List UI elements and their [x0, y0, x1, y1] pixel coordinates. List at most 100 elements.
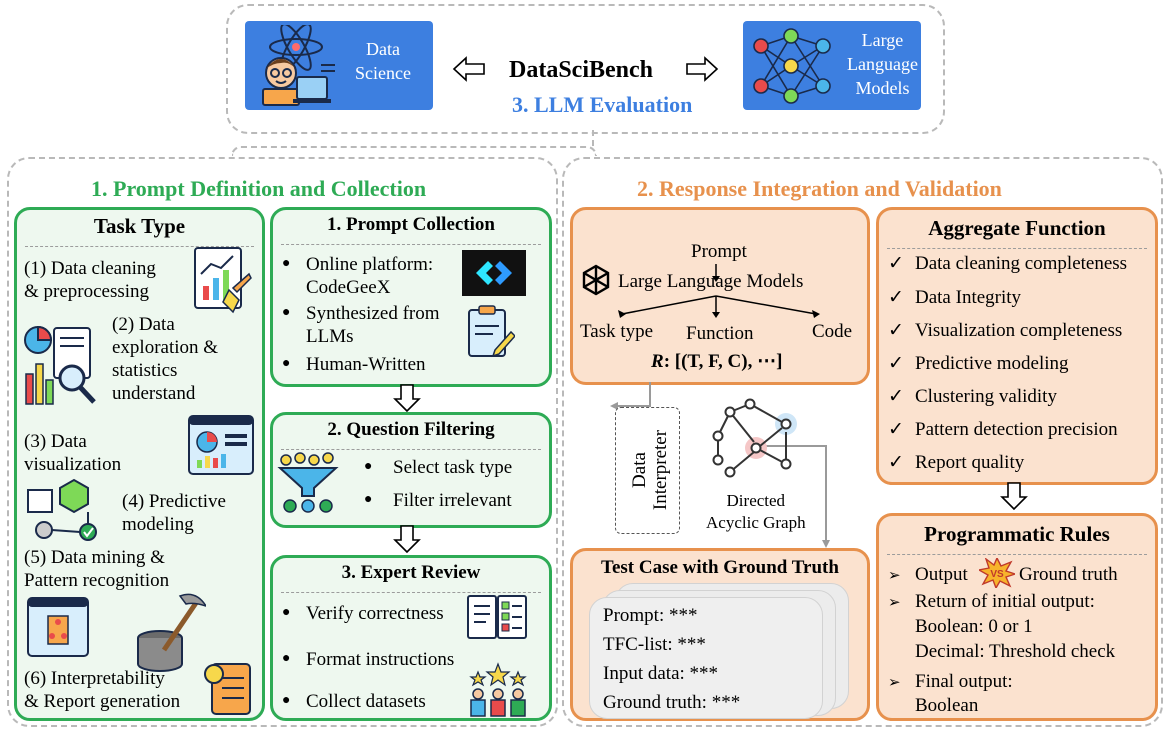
check-icon: ✓: [888, 253, 904, 274]
flow-arrows: [618, 264, 820, 318]
check-icon: ✓: [888, 419, 904, 440]
bullet: ●: [282, 651, 291, 666]
aggregate-item-6: Pattern detection precision: [915, 419, 1118, 440]
data-exploration-icon: [24, 325, 96, 405]
rules-final-value: Boolean: [915, 695, 979, 716]
test-case-line-1: Prompt: ***: [603, 605, 698, 626]
right-hollow-arrow-icon: [686, 56, 719, 82]
prompt-collection-item-2: Synthesized from LLMs: [306, 303, 440, 347]
expert-team-icon: [469, 662, 527, 717]
filter-funnel-icon: [277, 452, 339, 513]
aggregate-item-3: Visualization completeness: [915, 320, 1123, 341]
task-type-item-5: (5) Data mining & Pattern recognition: [24, 547, 170, 591]
task-type-item-2: (2) Data exploration & statistics unders…: [112, 314, 219, 404]
aggregate-title: Aggregate Function: [928, 216, 1106, 240]
down-hollow-arrow-icon: [393, 384, 421, 413]
prompt-collection-title: 1. Prompt Collection: [327, 214, 495, 235]
task-type-item-6: (6) Interpretability & Report generation: [24, 668, 181, 712]
checklist-icon: [467, 595, 527, 639]
rules-box: Programmatic Rules: [876, 513, 1158, 721]
data-scientist-icon: [262, 25, 335, 106]
bullet: ●: [282, 256, 291, 271]
check-icon: ✓: [888, 287, 904, 308]
question-filtering-item-1: Select task type: [393, 457, 513, 478]
data-interpreter-box: [615, 407, 680, 534]
report-icon: [204, 663, 251, 715]
test-case-card-front: [589, 597, 823, 719]
aggregate-item-7: Report quality: [915, 452, 1025, 473]
check-icon: ✓: [888, 386, 904, 407]
clipboard-edit-icon: [468, 305, 515, 358]
rules-boolean: Boolean: 0 or 1: [915, 616, 1033, 637]
prompt-collection-box: 1. Prompt Collection: [270, 207, 552, 387]
llm-label: Large Language Models: [847, 30, 918, 98]
data-science-card: Data Science: [245, 21, 433, 110]
data-interpreter-label: Data Interpreter: [629, 429, 671, 511]
task-type-item-3: (3) Data visualization: [24, 431, 122, 475]
expert-review-item-2: Format instructions: [306, 649, 455, 670]
r-label: R: [651, 351, 664, 372]
check-icon: ✓: [888, 452, 904, 473]
top-connector: [231, 146, 597, 156]
llm-card: Large Language Models: [743, 21, 921, 110]
aggregate-item-2: Data Integrity: [915, 287, 1022, 308]
bullet: ●: [282, 305, 291, 320]
bullet: ●: [282, 356, 291, 371]
openai-logo-icon: [582, 264, 610, 296]
question-filtering-item-2: Filter irrelevant: [393, 490, 512, 511]
flow-task-type: Task type: [580, 321, 654, 342]
predictive-model-icon: [27, 478, 97, 541]
chart-brush-icon: [194, 247, 252, 314]
left-hollow-arrow-icon: [452, 56, 485, 82]
test-case-line-4: Ground truth: ***: [603, 692, 741, 713]
codegeex-logo-icon: [462, 250, 526, 296]
llm-evaluation-label: 3. LLM Evaluation: [512, 92, 693, 117]
rules-decimal: Decimal: Threshold check: [915, 641, 1116, 662]
prompt-collection-item-1: Online platform: CodeGeeX: [306, 254, 434, 298]
arrowhead-bullet-icon: ➢: [888, 595, 901, 611]
bullet: ●: [364, 492, 373, 507]
aggregate-box: Aggregate Function: [876, 207, 1158, 485]
flow-llm: Large Language Models: [618, 271, 804, 292]
workflow-icon: [27, 597, 89, 657]
rules-ground-truth: Ground truth: [1019, 564, 1118, 585]
question-filtering-title: 2. Question Filtering: [327, 419, 495, 440]
aggregate-item-4: Predictive modeling: [915, 353, 1069, 374]
right-panel-title: 2. Response Integration and Validation: [637, 176, 1002, 201]
dag-label: Directed Acyclic Graph: [706, 491, 806, 532]
data-mining-icon: [137, 593, 206, 672]
neural-network-icon: [753, 28, 831, 104]
expert-review-title: 3. Expert Review: [341, 562, 481, 583]
task-type-title: Task Type: [93, 214, 186, 238]
check-icon: ✓: [888, 320, 904, 341]
down-hollow-arrow-icon: [1000, 482, 1028, 511]
data-science-label: Data Science: [355, 39, 411, 83]
rules-final: Final output:: [915, 671, 1013, 692]
flow-prompt: Prompt: [691, 241, 747, 262]
aggregate-item-1: Data cleaning completeness: [915, 253, 1128, 274]
left-panel-frame: [7, 157, 558, 727]
flow-code: Code: [812, 321, 853, 342]
benchmark-title: DataSciBench: [509, 57, 653, 83]
expert-review-item-3: Collect datasets: [306, 691, 426, 712]
rules-title: Programmatic Rules: [924, 522, 1110, 546]
arrowhead-bullet-icon: ➢: [888, 568, 901, 584]
rules-output: Output: [915, 564, 968, 585]
bullet: ●: [364, 459, 373, 474]
top-connector-vertical: [592, 130, 594, 146]
down-hollow-arrow-icon: [393, 525, 421, 554]
test-case-line-2: TFC-list: ***: [603, 634, 706, 655]
arrowhead-bullet-icon: ➢: [888, 675, 901, 691]
flow-function: Function: [686, 323, 754, 344]
bullet: ●: [282, 605, 291, 620]
top-frame: [226, 4, 945, 134]
task-type-item-4: (4) Predictive modeling: [122, 491, 226, 535]
versus-burst-icon: VS: [979, 558, 1015, 588]
r-formula-text: : [(T, F, C), ⋯]: [663, 351, 783, 372]
bullet: ●: [282, 693, 291, 708]
right-panel-frame: [562, 157, 1163, 727]
expert-review-item-1: Verify correctness: [306, 603, 444, 624]
test-case-line-3: Input data: ***: [603, 663, 719, 684]
svg-text:VS: VS: [990, 569, 1004, 580]
dashboard-icon: [188, 415, 254, 475]
